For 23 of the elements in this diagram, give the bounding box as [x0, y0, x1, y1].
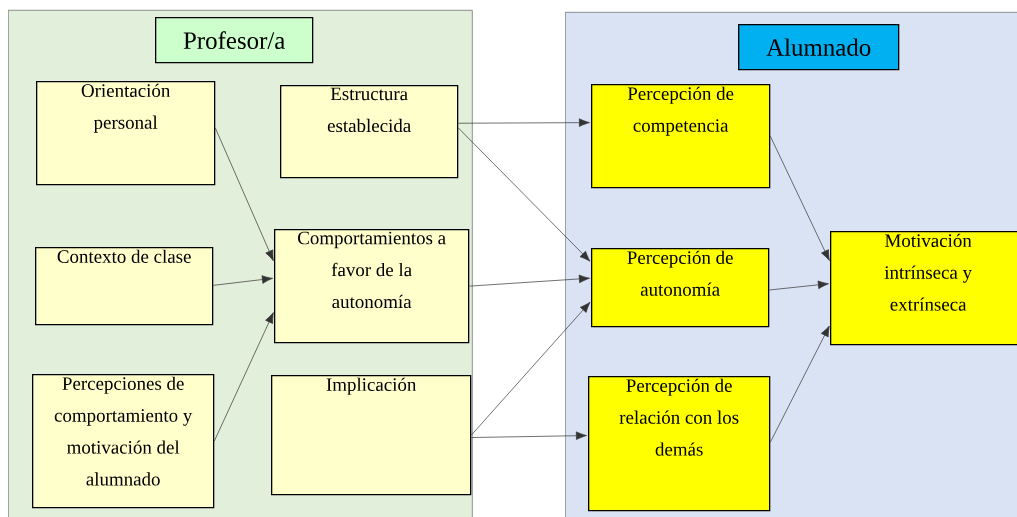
arrow	[212, 275, 273, 286]
arrow	[470, 301, 591, 436]
concept-box: Estructura establecida	[280, 85, 459, 179]
arrow	[457, 118, 590, 127]
arrow	[457, 127, 591, 262]
concept-box: Comportamientos a favor de la autonomía	[274, 229, 470, 344]
concept-box: Percepción de competencia	[591, 84, 771, 189]
arrow	[769, 135, 830, 261]
arrow	[470, 431, 587, 440]
arrow	[213, 312, 274, 442]
arrow	[769, 325, 830, 443]
concept-box: Contexto de clase	[35, 247, 214, 326]
concept-box: Percepción de relación con los demás	[588, 376, 771, 512]
arrow	[214, 127, 274, 262]
concept-box: Percepción de autonomía	[591, 248, 770, 328]
concept-box: Orientación personal	[36, 81, 216, 186]
heading-box: Alumnado	[738, 24, 900, 71]
arrow	[768, 280, 829, 291]
concept-box: Implicación	[271, 375, 472, 496]
heading-box: Profesor/a	[155, 17, 314, 64]
arrow	[468, 274, 590, 287]
concept-box: Percepciones de comportamiento y motivación del alumnado	[32, 374, 215, 509]
concept-box: Motivación intrínseca y extrínseca	[830, 231, 1017, 346]
